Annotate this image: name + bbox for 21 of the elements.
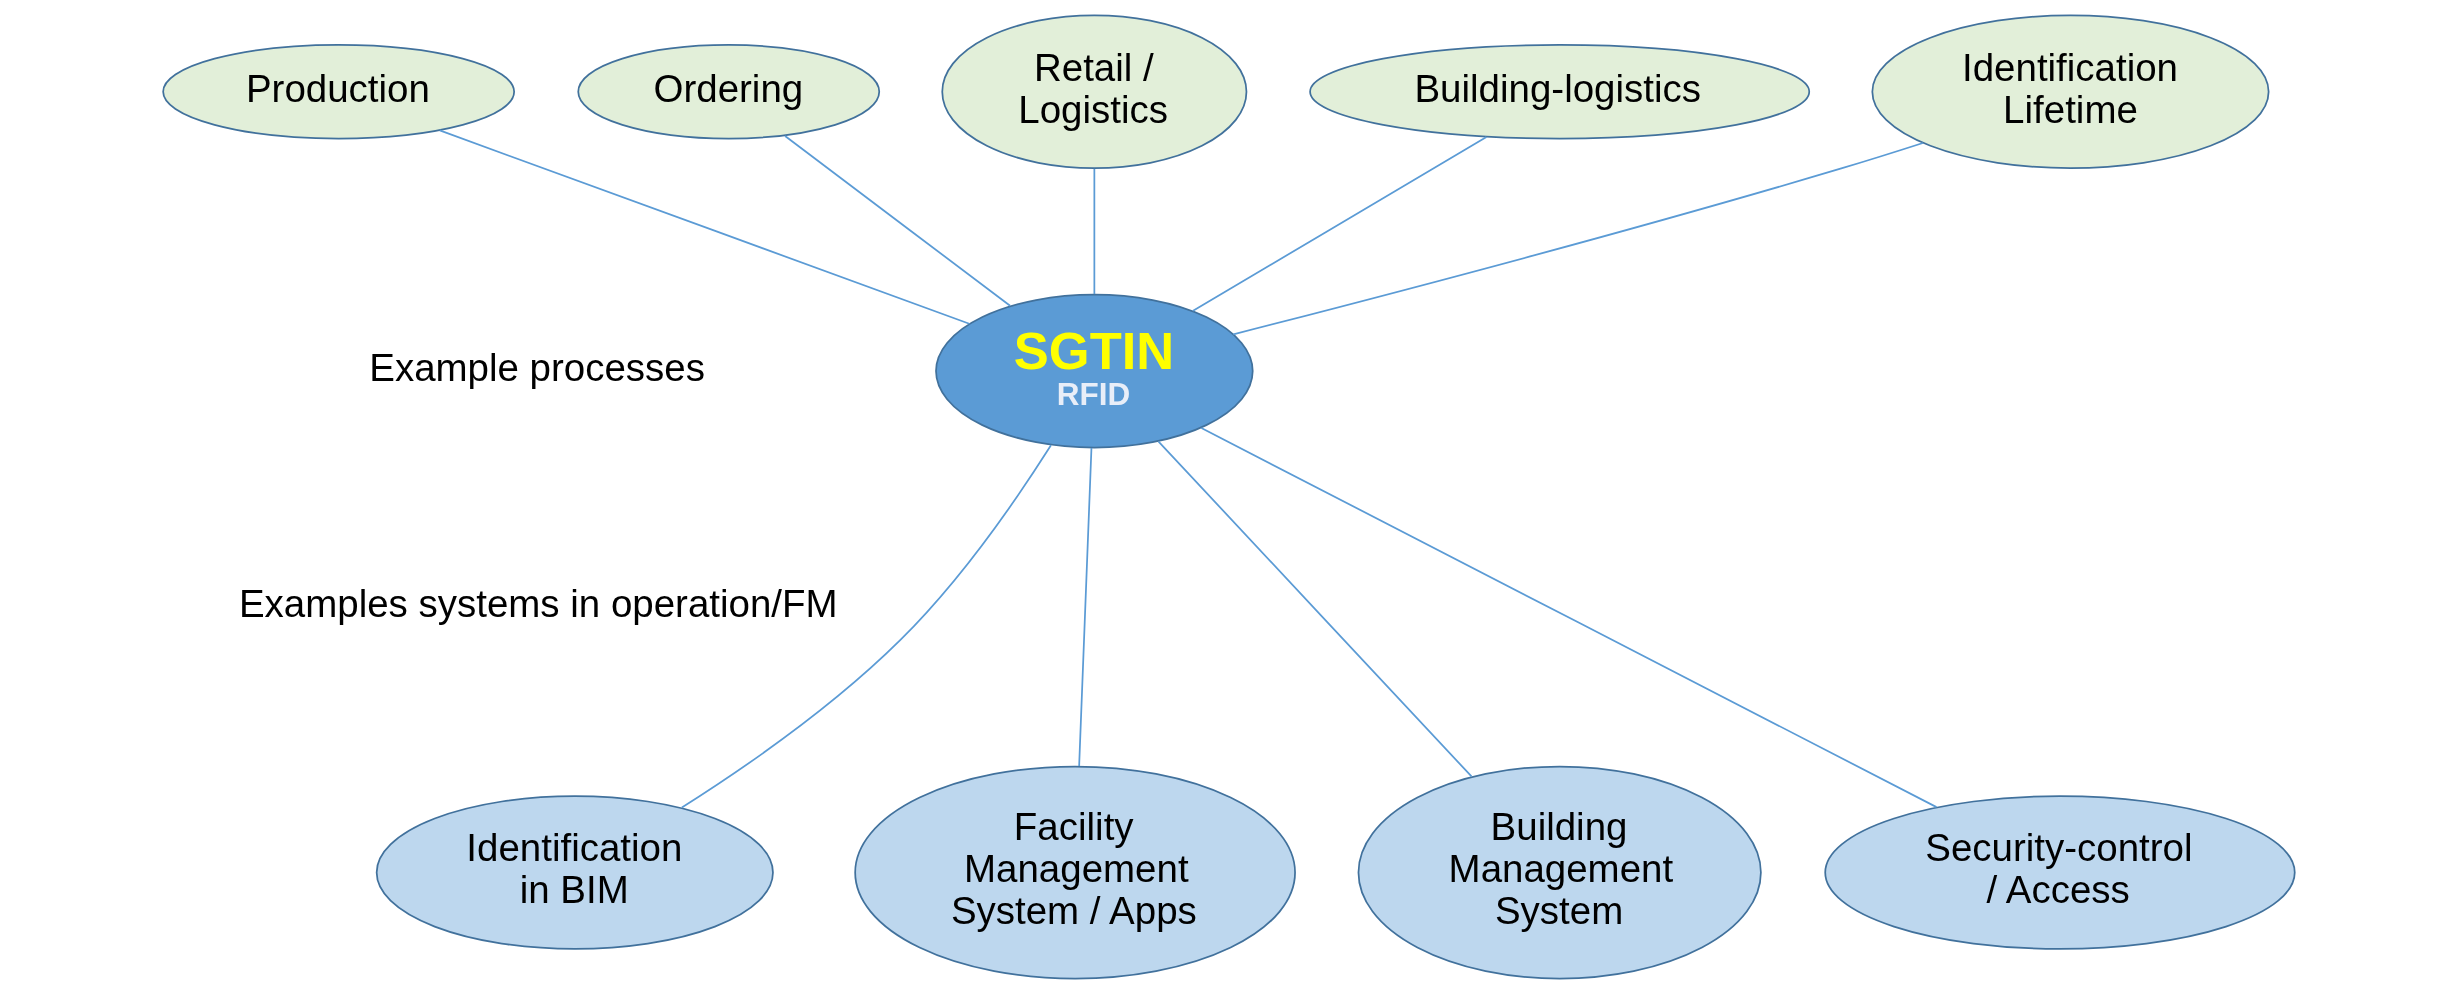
connector	[1192, 136, 1488, 312]
node-ellipse: Building Management System	[1357, 765, 1762, 980]
node-ellipse: Retail / Logistics	[941, 14, 1248, 170]
connector	[1078, 447, 1093, 767]
connector	[784, 135, 1011, 307]
connector	[1232, 142, 1924, 336]
connector	[681, 444, 1052, 809]
node-ellipse: Security-control / Access	[1824, 795, 2296, 950]
node-ellipse: Facility Management System / Apps	[854, 765, 1296, 980]
connector	[1093, 168, 1096, 295]
connector	[1157, 440, 1473, 778]
connector	[1200, 427, 1938, 808]
label: Examples systems in operation/FM	[238, 581, 838, 625]
node-ellipse: Identification Lifetime	[1871, 14, 2270, 170]
node-ellipse: Identification in BIM	[375, 795, 774, 950]
node-ellipse: Building-logistics	[1309, 44, 1811, 140]
node-ellipse: Ordering	[577, 44, 881, 140]
node-ellipse: SGTIN RFID	[935, 293, 1254, 449]
label: Example processes	[369, 345, 705, 389]
node-ellipse: Production	[162, 44, 515, 140]
connector	[438, 129, 971, 325]
